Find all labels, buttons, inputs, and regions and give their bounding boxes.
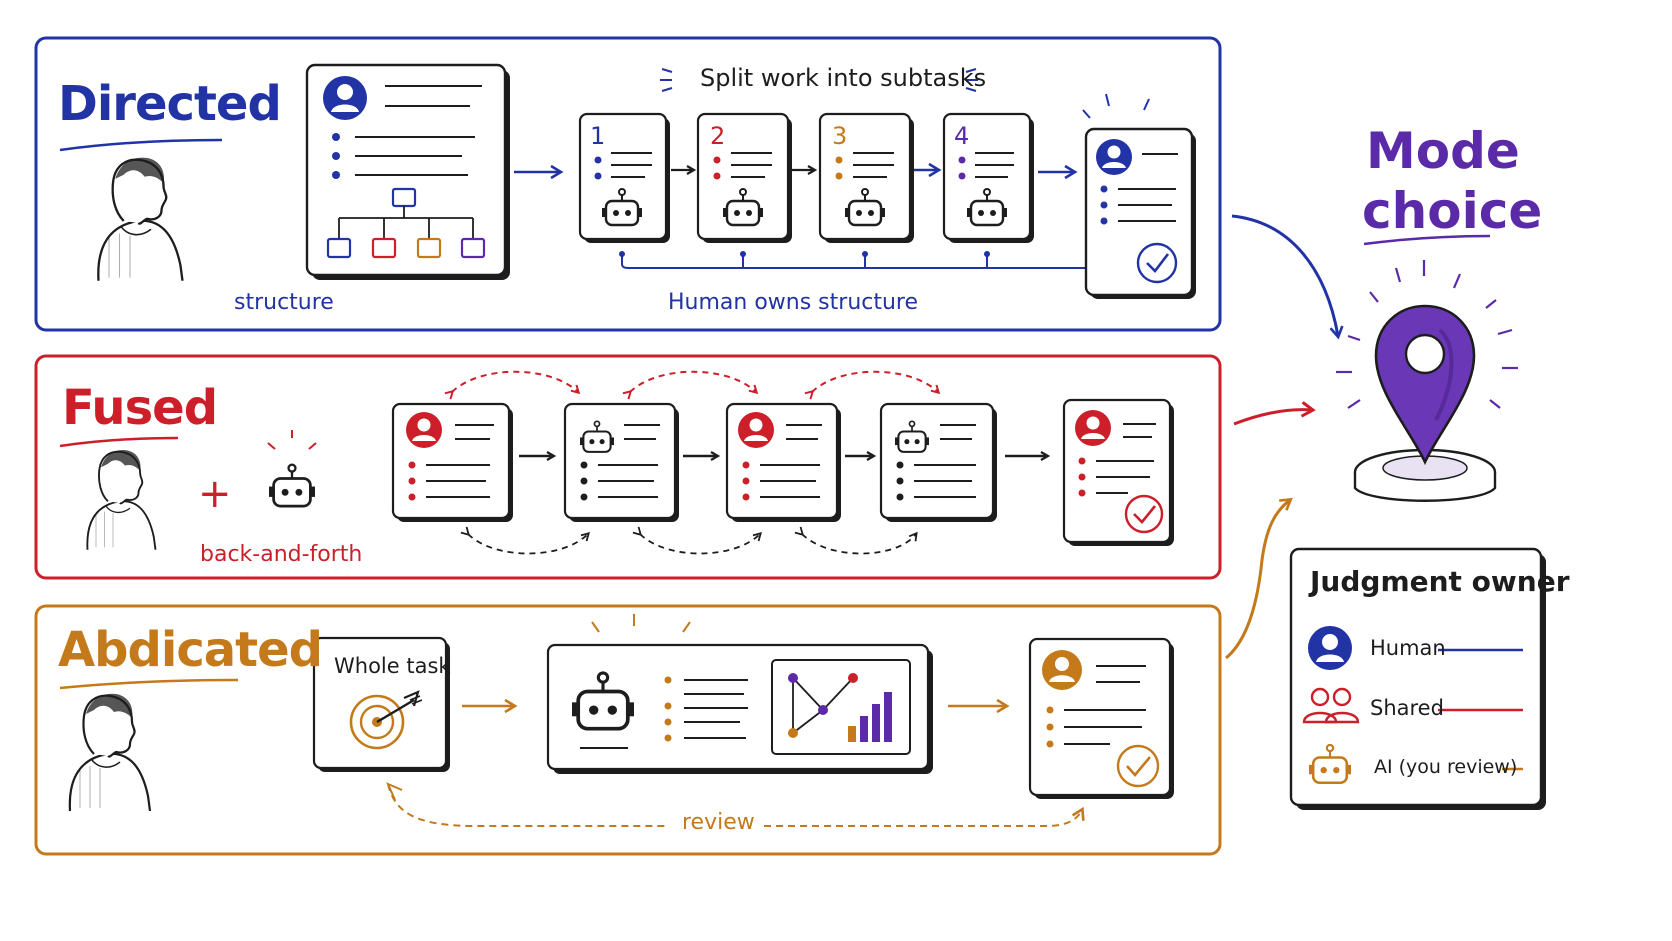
directed-underline [59, 138, 223, 152]
subtask-card [696, 112, 792, 243]
group-icon [1302, 687, 1360, 724]
person-icon [1096, 139, 1132, 175]
fused-frame [34, 354, 1222, 580]
plan-card [305, 63, 510, 280]
chart-icon [771, 659, 911, 755]
plus-sign: + [198, 471, 232, 517]
subtask-card [818, 112, 914, 243]
emphasis-marks [1082, 93, 1150, 119]
checkmark-icon [1116, 744, 1160, 788]
emphasis-marks [660, 68, 978, 92]
structure-caption: structure [234, 290, 334, 315]
exchange-arcs [460, 526, 918, 555]
step-number: 2 [710, 122, 725, 150]
fused-card-ai [563, 402, 679, 522]
person-icon [1308, 626, 1352, 670]
step-number: 3 [832, 122, 847, 150]
person-icon [1042, 650, 1082, 690]
abdicated-frame [34, 604, 1222, 856]
directed-title: Directed [58, 76, 282, 132]
emphasis-marks [591, 614, 691, 633]
person-icon [323, 76, 367, 120]
legend-box [1289, 547, 1546, 810]
subtask-card [578, 112, 670, 243]
fused-card-ai [879, 402, 997, 522]
abdicated-result-card [1028, 637, 1174, 799]
back-and-forth-caption: back-and-forth [200, 542, 363, 567]
fused-card-human [391, 402, 513, 522]
map-pin-icon [1336, 260, 1518, 502]
abdicated-title: Abdicated [58, 622, 323, 678]
robot-icon [267, 430, 317, 508]
split-note: Split work into subtasks [700, 64, 987, 92]
person-icon [738, 412, 774, 448]
person-icon [97, 156, 184, 282]
fused-underline [59, 436, 179, 448]
arrow-fused-to-mode [1233, 410, 1312, 426]
whole-task-card [312, 636, 450, 772]
result-card [1084, 127, 1196, 299]
step-number: 4 [954, 122, 969, 150]
ai-work-panel [546, 643, 933, 774]
mode-choice-line2: choice [1362, 182, 1543, 240]
person-icon [68, 692, 152, 813]
legend-human-label: Human [1370, 636, 1446, 660]
fused-title: Fused [62, 380, 218, 436]
step-number: 1 [590, 122, 605, 150]
directed-frame [34, 36, 1222, 332]
arrow-directed-to-mode [1231, 214, 1338, 336]
subtask-card [942, 112, 1034, 243]
person-icon [86, 449, 157, 551]
structure-bracket [621, 252, 1088, 269]
review-label: review [678, 812, 759, 834]
mode-choice-line1: Mode [1366, 122, 1520, 180]
fused-result-card [1062, 398, 1174, 546]
exchange-arcs [452, 370, 938, 392]
person-icon [406, 412, 442, 448]
abdicated-underline [59, 678, 239, 690]
person-icon [1075, 410, 1111, 446]
target-icon [349, 690, 423, 750]
fused-card-human [725, 402, 841, 522]
checkmark-icon [1124, 494, 1164, 534]
whole-task-label: Whole task [334, 654, 451, 678]
human-owns-note: Human owns structure [668, 290, 919, 315]
checkmark-icon [1136, 242, 1178, 284]
mode-underline [1363, 234, 1491, 246]
arrow-abdicated-to-mode [1225, 500, 1290, 660]
hierarchy-icon [326, 187, 486, 259]
legend-title: Judgment owner [1310, 565, 1570, 598]
legend-shared-label: Shared [1370, 696, 1444, 720]
review-loop [386, 782, 1082, 827]
legend-ai-label: AI (you review) [1374, 756, 1518, 778]
